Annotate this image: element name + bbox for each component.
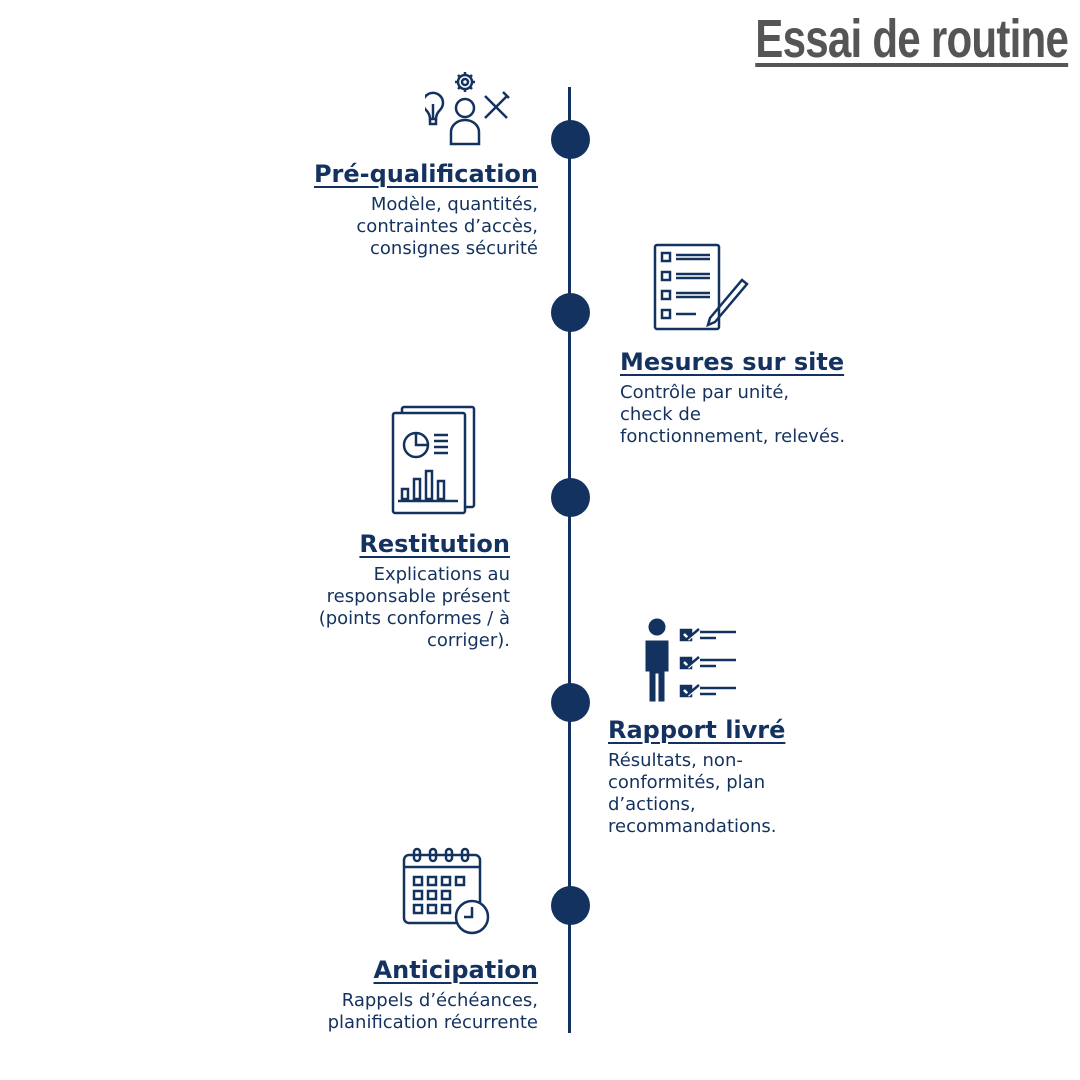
step-title: Rapport livré	[608, 716, 786, 744]
timeline-line	[568, 87, 571, 1033]
step-mesures-sur-site: Mesures sur site Contrôle par unité, che…	[620, 348, 845, 448]
report-chart-icon	[390, 405, 478, 515]
step-description: Modèle, quantités, contraintes d’accès, …	[356, 194, 538, 259]
step-pre-qualification: Pré-qualification Modèle, quantités, con…	[314, 160, 538, 260]
timeline-dot	[551, 886, 590, 925]
person-checklist-icon	[640, 618, 740, 703]
step-description: Rappels d’échéances, planification récur…	[327, 990, 538, 1033]
step-rapport-livre: Rapport livré Résultats, non- conformité…	[608, 716, 785, 838]
calendar-clock-icon	[402, 845, 494, 937]
step-description: Contrôle par unité, check de fonctionnem…	[620, 382, 846, 447]
step-description: Résultats, non- conformités, plan d’acti…	[608, 750, 777, 837]
checklist-pencil-icon	[652, 243, 750, 333]
timeline-dot	[551, 683, 590, 722]
step-restitution: Restitution Explications au responsable …	[319, 530, 510, 652]
step-title: Pré-qualification	[313, 160, 538, 188]
page-title: Essai de routine	[755, 9, 1069, 69]
step-anticipation: Anticipation Rappels d’échéances, planif…	[328, 956, 538, 1034]
step-description: Explications au responsable présent (poi…	[318, 564, 510, 651]
person-ideas-tools-icon	[425, 70, 510, 148]
timeline-dot	[551, 293, 590, 332]
timeline-dot	[551, 478, 590, 517]
timeline-dot	[551, 120, 590, 159]
step-title: Anticipation	[373, 956, 538, 984]
step-title: Mesures sur site	[620, 348, 845, 376]
step-title: Restitution	[359, 530, 510, 558]
